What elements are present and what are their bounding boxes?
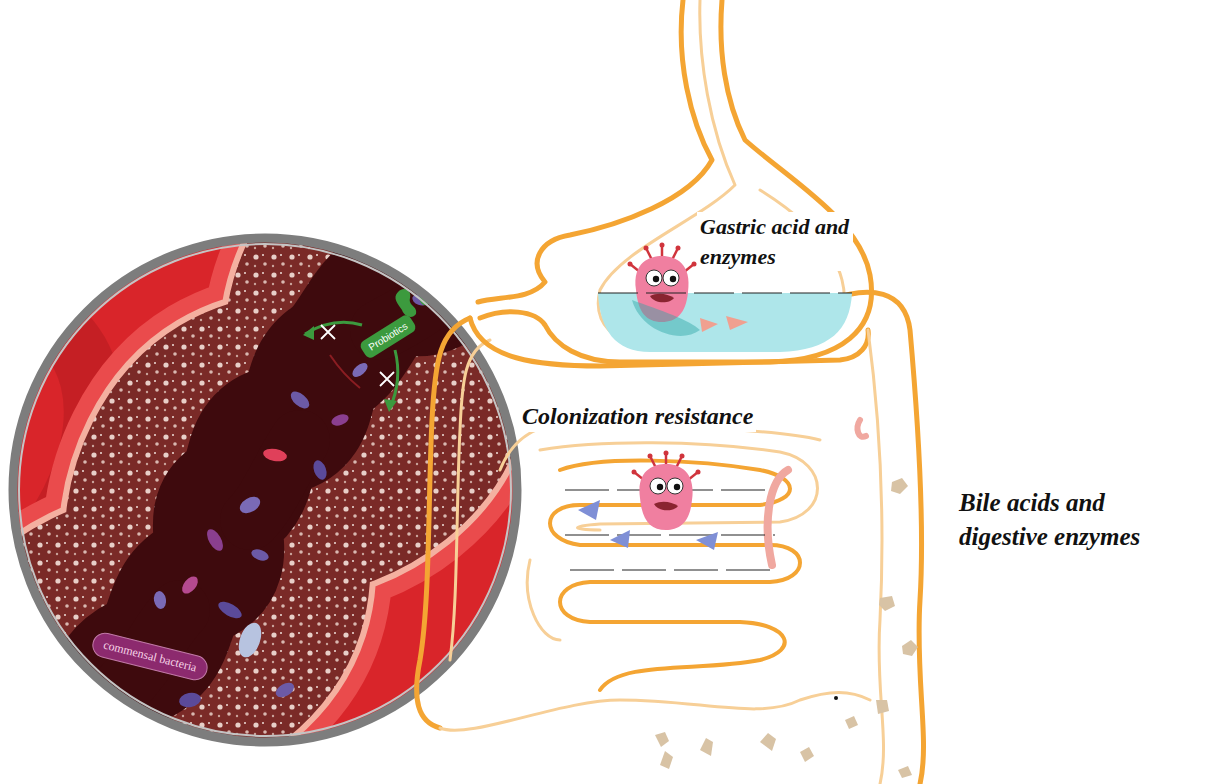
annotation-label: Colonization resistance xyxy=(519,400,756,432)
annotation-label: Bile acids and digestive enzymes xyxy=(956,486,1197,554)
annotation-label: Gastric acid and enzymes xyxy=(697,212,853,271)
